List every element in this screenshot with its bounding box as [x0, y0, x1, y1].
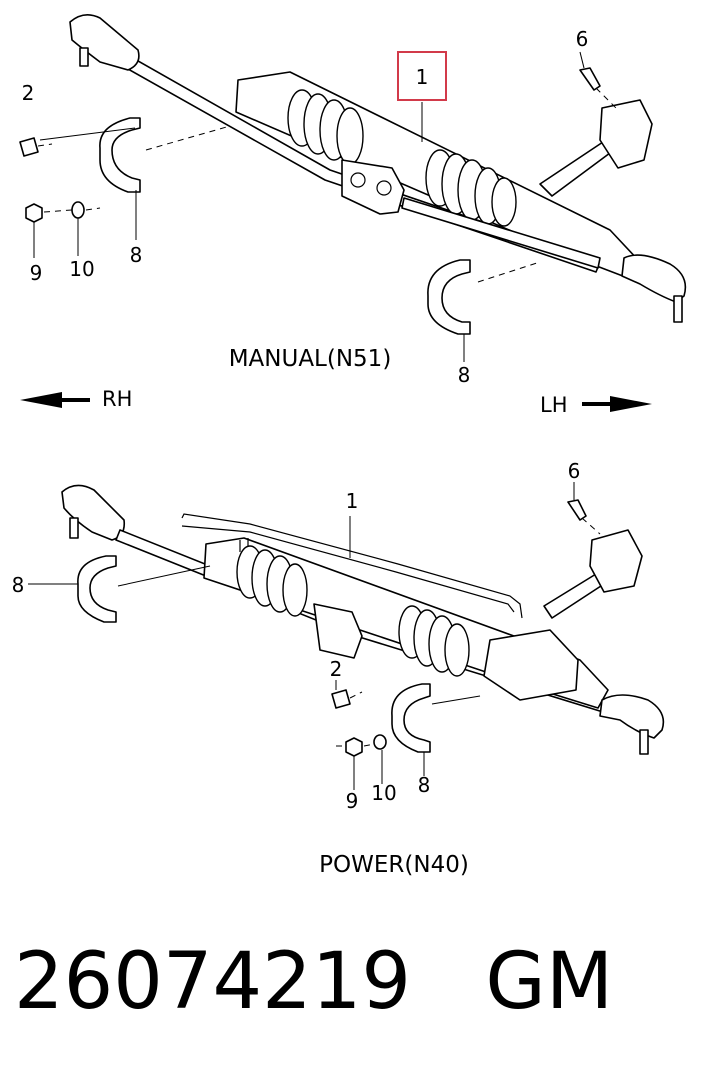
power-callout-8-right: 8: [418, 773, 431, 797]
manual-coupling: [599, 99, 653, 169]
power-mount-bushing: [313, 603, 363, 659]
power-callout-8-left: 8: [12, 573, 25, 597]
manual-callout-10: 10: [69, 257, 94, 281]
manual-callout-2: 2: [22, 81, 35, 105]
power-callout-2: 2: [330, 657, 343, 681]
manual-bolt-6: [579, 67, 601, 91]
manual-callout-8-left: 8: [130, 243, 143, 267]
power-right-tie-rod-end: [599, 694, 665, 739]
manual-diagram: 1 2 6 8 8 9 10 MANUAL(N51): [19, 14, 687, 387]
manual-caption: MANUAL(N51): [229, 346, 392, 372]
manual-left-stud: [79, 47, 89, 67]
power-callout-9: 9: [346, 789, 359, 813]
power-diagram: 1 2 6 8 8 9 10 POWER(N40): [12, 459, 665, 878]
power-right-stud: [639, 729, 649, 755]
highlight-box: [397, 51, 447, 101]
manual-washer-10: [71, 201, 85, 219]
manual-callout-9: 9: [30, 261, 43, 285]
power-bolt-6: [567, 499, 587, 521]
power-pinion-shaft: [543, 573, 605, 619]
power-left-stud: [69, 517, 79, 539]
power-hydraulic-line-b: [181, 525, 515, 613]
power-clamp-left: [77, 555, 117, 623]
power-valve-body: [483, 629, 579, 701]
manual-callout-1: 1: [416, 65, 429, 89]
manual-clamp-lower: [427, 259, 471, 335]
power-coupling: [589, 529, 643, 593]
rh-arrow-icon: [20, 392, 90, 408]
rh-label: RH: [102, 387, 132, 411]
manual-nut-9: [25, 203, 43, 223]
part-number: 26074219: [14, 937, 412, 1027]
manual-clamp-upper: [99, 117, 141, 193]
power-callout-10: 10: [371, 781, 396, 805]
lh-arrow-icon: [582, 396, 652, 412]
direction-indicators: RH LH: [20, 387, 652, 417]
manual-right-stud: [673, 295, 683, 323]
power-washer-10: [373, 734, 387, 750]
manual-right-tie-rod-end: [621, 254, 687, 303]
power-bolt-2: [331, 689, 351, 709]
power-boots: [236, 545, 470, 677]
manual-lower-rod: [401, 197, 601, 269]
power-clamp-right: [391, 683, 431, 753]
lh-label: LH: [540, 393, 568, 417]
manual-callout-8-right: 8: [458, 363, 471, 387]
brand-name: GM: [485, 937, 614, 1027]
power-callout-6: 6: [568, 459, 581, 483]
part-footer: 26074219 GM: [14, 934, 613, 1030]
manual-pinion-shaft: [539, 139, 615, 197]
manual-bolt-2: [19, 137, 39, 157]
power-callout-1: 1: [346, 489, 359, 513]
power-nut-9: [345, 737, 363, 757]
power-hydraulic-line-a: [181, 513, 523, 619]
power-caption: POWER(N40): [319, 852, 469, 878]
manual-boots: [287, 89, 517, 227]
manual-callout-6: 6: [576, 27, 589, 51]
